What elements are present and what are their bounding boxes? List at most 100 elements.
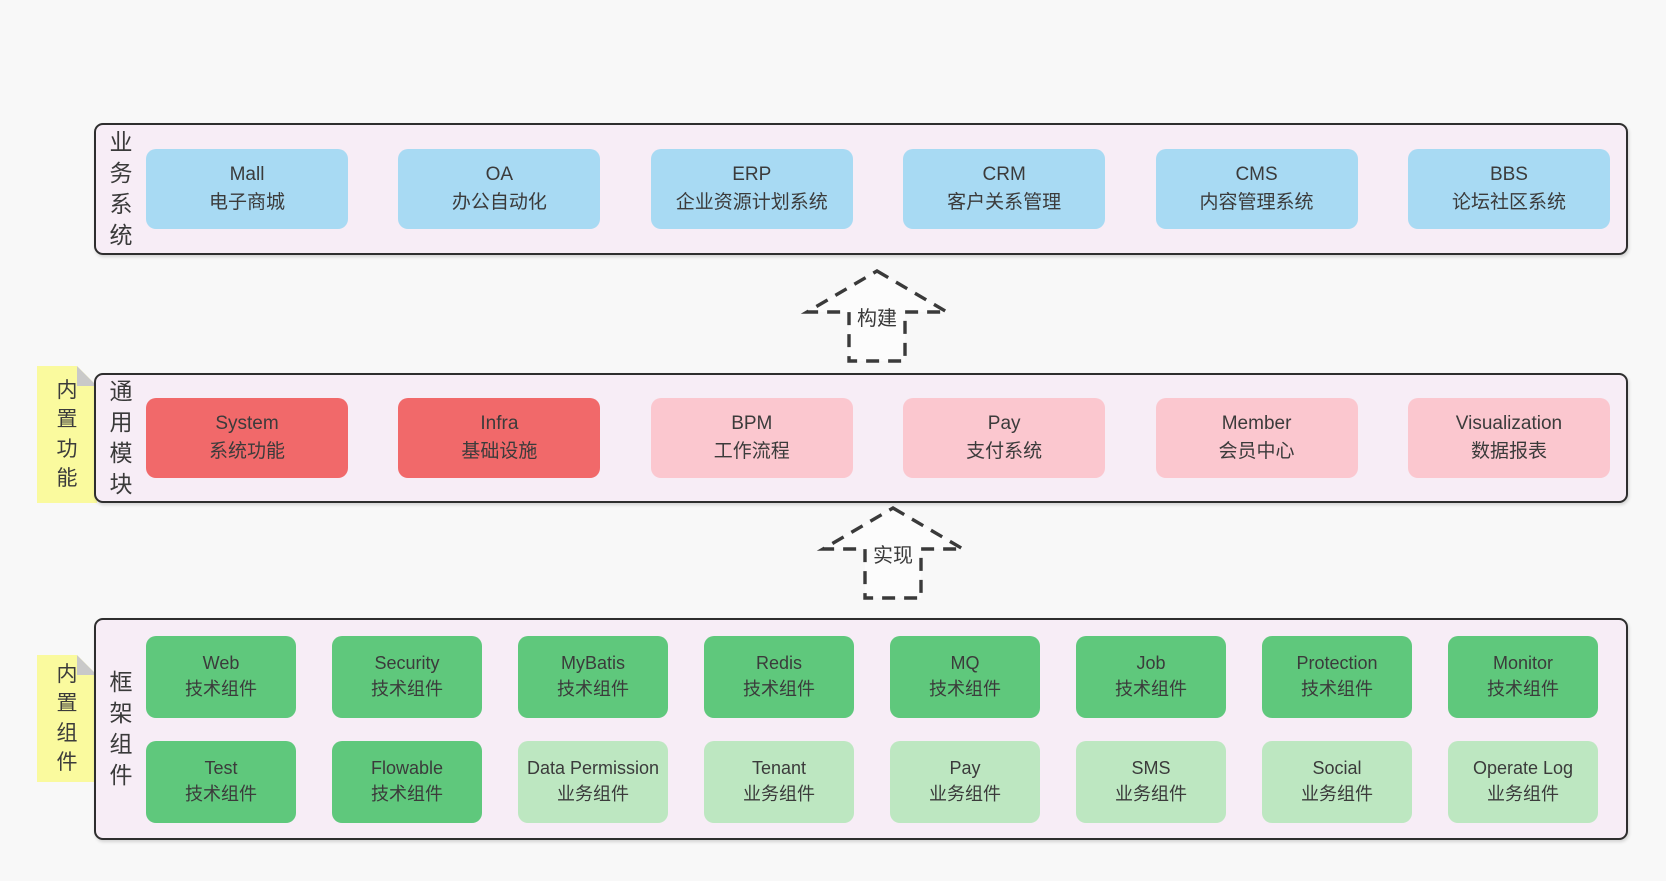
box-subtitle: 数据报表 (1470, 441, 1547, 462)
box-title: Redis (755, 652, 803, 673)
box-oa: OA 办公自动化 (398, 149, 601, 229)
box-subtitle: 技术组件 (371, 783, 443, 804)
box-subtitle: 技术组件 (1487, 678, 1559, 699)
box-subtitle: 企业资源计划系统 (675, 192, 828, 213)
box-job: Job 技术组件 (1076, 635, 1226, 718)
box-title: Monitor (1492, 652, 1554, 673)
box-member: Member 会员中心 (1155, 398, 1358, 478)
box-social: Social 业务组件 (1262, 740, 1412, 823)
box-title: Flowable (370, 757, 444, 778)
box-data-permission: Data Permission 业务组件 (518, 740, 668, 823)
box-system: System 系统功能 (146, 398, 348, 478)
box-subtitle: 技术组件 (1301, 678, 1373, 699)
box-monitor: Monitor 技术组件 (1448, 635, 1598, 718)
box-title: MyBatis (560, 652, 625, 673)
box-sms: SMS 业务组件 (1076, 740, 1226, 823)
note-label: 内置组件 (56, 662, 78, 774)
arrow-build: 构建 (792, 266, 962, 366)
box-mybatis: MyBatis 技术组件 (518, 635, 668, 718)
box-subtitle: 办公自动化 (451, 192, 547, 213)
box-title: CRM (982, 163, 1026, 185)
box-subtitle: 基础设施 (461, 441, 538, 462)
box-crm: CRM 客户关系管理 (903, 149, 1106, 229)
box-subtitle: 业务组件 (743, 783, 815, 804)
box-subtitle: 技术组件 (743, 678, 815, 699)
box-title: Security (374, 652, 440, 673)
panel-business-systems: 业务系统 Mall 电子商城 OA 办公自动化 ERP 企业资源计划系统 CRM… (94, 123, 1628, 255)
box-title: Visualization (1455, 412, 1563, 434)
box-title: Mall (229, 163, 265, 185)
components-row-1: Web 技术组件 Security 技术组件 MyBatis 技术组件 Redi… (146, 635, 1598, 718)
box-subtitle: 技术组件 (185, 678, 257, 699)
box-subtitle: 技术组件 (185, 783, 257, 804)
box-redis: Redis 技术组件 (704, 635, 854, 718)
box-subtitle: 论坛社区系统 (1451, 192, 1566, 213)
panel-common-modules: 通用模块 System 系统功能 Infra 基础设施 BPM 工作流程 Pay… (94, 373, 1628, 503)
box-security: Security 技术组件 (332, 635, 482, 718)
panel-label-common-modules: 通用模块 (109, 377, 133, 498)
box-title: OA (485, 163, 514, 185)
box-subtitle: 电子商城 (208, 192, 285, 213)
box-infra: Infra 基础设施 (398, 398, 601, 478)
arrow-label: 实现 (870, 539, 916, 568)
box-tenant: Tenant 业务组件 (704, 740, 854, 823)
sticky-note-built-in-features: 内置功能 (37, 366, 97, 503)
box-title: Test (204, 757, 238, 778)
box-title: BPM (731, 412, 773, 434)
box-title: CMS (1235, 163, 1278, 185)
box-bpm: BPM 工作流程 (650, 398, 853, 478)
box-title: Job (1136, 652, 1166, 673)
box-title: Infra (480, 412, 519, 434)
box-subtitle: 内容管理系统 (1199, 192, 1314, 213)
box-title: MQ (950, 652, 980, 673)
box-subtitle: 技术组件 (557, 678, 629, 699)
panel-label-framework-components: 框架组件 (109, 668, 133, 789)
arrow-label: 构建 (854, 302, 900, 331)
box-subtitle: 工作流程 (713, 441, 790, 462)
box-title: Pay (949, 757, 981, 778)
panel-framework-components: 框架组件 Web 技术组件 Security 技术组件 MyBatis 技术组件… (94, 618, 1628, 840)
modules-boxes-row: System 系统功能 Infra 基础设施 BPM 工作流程 Pay 支付系统… (146, 398, 1610, 478)
box-operate-log: Operate Log 业务组件 (1448, 740, 1598, 823)
box-title: Operate Log (1472, 757, 1574, 778)
box-subtitle: 业务组件 (1487, 783, 1559, 804)
box-pay-module: Pay 支付系统 (903, 398, 1106, 478)
arrow-implement: 实现 (808, 503, 978, 603)
box-visualization: Visualization 数据报表 (1407, 398, 1610, 478)
box-subtitle: 系统功能 (208, 441, 285, 462)
box-title: Protection (1296, 652, 1378, 673)
box-title: Social (1312, 757, 1362, 778)
box-title: System (215, 412, 279, 434)
box-subtitle: 技术组件 (1115, 678, 1187, 699)
business-boxes-row: Mall 电子商城 OA 办公自动化 ERP 企业资源计划系统 CRM 客户关系… (146, 149, 1610, 229)
box-pay-component: Pay 业务组件 (890, 740, 1040, 823)
sticky-note-built-in-components: 内置组件 (37, 655, 97, 782)
box-title: Web (202, 652, 240, 673)
box-mall: Mall 电子商城 (146, 149, 348, 229)
components-rows: Web 技术组件 Security 技术组件 MyBatis 技术组件 Redi… (146, 635, 1598, 823)
box-title: BBS (1489, 163, 1528, 185)
box-subtitle: 业务组件 (1115, 783, 1187, 804)
box-subtitle: 业务组件 (1301, 783, 1373, 804)
box-subtitle: 业务组件 (557, 783, 629, 804)
box-flowable: Flowable 技术组件 (332, 740, 482, 823)
box-title: Tenant (751, 757, 807, 778)
box-subtitle: 技术组件 (371, 678, 443, 699)
box-subtitle: 会员中心 (1218, 441, 1295, 462)
box-web: Web 技术组件 (146, 635, 296, 718)
box-cms: CMS 内容管理系统 (1155, 149, 1358, 229)
box-subtitle: 支付系统 (966, 441, 1043, 462)
box-title: Pay (987, 412, 1021, 434)
box-title: SMS (1131, 757, 1171, 778)
box-protection: Protection 技术组件 (1262, 635, 1412, 718)
panel-label-business-systems: 业务系统 (109, 128, 133, 249)
box-subtitle: 技术组件 (929, 678, 1001, 699)
box-title: ERP (732, 163, 772, 185)
box-subtitle: 业务组件 (929, 783, 1001, 804)
note-label: 内置功能 (56, 378, 78, 490)
components-row-2: Test 技术组件 Flowable 技术组件 Data Permission … (146, 740, 1598, 823)
box-bbs: BBS 论坛社区系统 (1407, 149, 1610, 229)
box-title: Member (1221, 412, 1292, 434)
box-mq: MQ 技术组件 (890, 635, 1040, 718)
box-subtitle: 客户关系管理 (947, 192, 1062, 213)
